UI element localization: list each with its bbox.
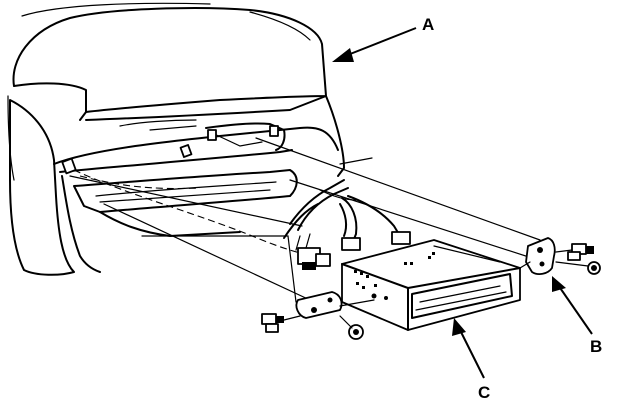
right-bracket bbox=[519, 237, 601, 275]
right-screws bbox=[555, 243, 601, 275]
callout-b-label: B bbox=[590, 337, 602, 356]
callout-a-label: A bbox=[422, 15, 434, 34]
radio-unit bbox=[341, 239, 521, 331]
alignment-lines bbox=[69, 137, 541, 303]
left-screws bbox=[261, 313, 364, 340]
left-bracket bbox=[261, 291, 375, 340]
wire-harness bbox=[73, 169, 411, 270]
dashboard-panel bbox=[7, 2, 345, 276]
callout-c: C bbox=[452, 318, 490, 402]
callout-a: A bbox=[332, 15, 434, 62]
callout-c-label: C bbox=[478, 383, 490, 402]
callout-b: B bbox=[552, 276, 602, 356]
